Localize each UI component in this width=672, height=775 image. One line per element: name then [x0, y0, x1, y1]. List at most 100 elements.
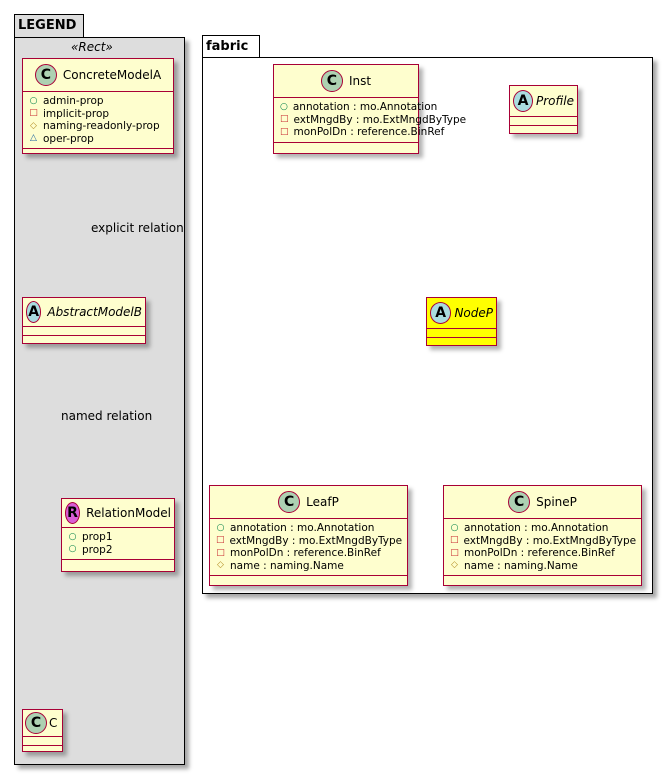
attributes-section: ○ admin-prop □ implicit-prop ◇naming-reado… — [23, 92, 173, 149]
attribute-text: name : naming.Name — [464, 559, 578, 572]
class-spot-icon: C — [34, 64, 57, 86]
attribute-row: ○prop1 — [68, 531, 168, 544]
attribute-row: □ extMngdBy : mo.ExtMngdByType — [216, 534, 403, 548]
attribute-text: oper-prop — [43, 132, 94, 145]
class-header: A Profile — [510, 86, 577, 117]
class-name: Inst — [348, 74, 372, 88]
methods-section — [427, 338, 496, 346]
public-visibility-icon: ○ — [450, 522, 459, 533]
attribute-row: □extMngdBy : mo.ExtMngdByType — [280, 114, 466, 127]
private-visibility-icon: □ — [280, 126, 289, 137]
class-name: SpineP — [536, 495, 577, 509]
class-spot-icon: C — [508, 491, 531, 513]
attribute-row: □ monPolDn : reference.BinRef — [216, 547, 401, 560]
class-header: R RelationModel — [62, 499, 174, 528]
attribute-text: extMngdBy : mo.ExtMngdByType — [463, 534, 637, 547]
public-visibility-icon: ○ — [216, 522, 225, 533]
class-concrete-model-a[interactable]: C ConcreteModelA ○ admin-prop □ implicit-p… — [22, 58, 174, 154]
methods-section — [274, 143, 418, 151]
attributes-section — [23, 327, 145, 336]
attributes-section: ○ annotation : mo.Annotation □ extMngdBy :… — [444, 519, 641, 576]
class-nodep[interactable]: A NodeP — [426, 297, 497, 346]
class-header: A NodeP — [427, 298, 496, 329]
fabric-package-title: fabric — [206, 39, 249, 54]
edge-label-named-relation: named relation — [61, 409, 153, 423]
abstract-spot-icon: A — [430, 302, 452, 324]
attribute-row: ◇naming-readonly-prop — [29, 120, 167, 133]
attribute-text: prop2 — [82, 543, 113, 556]
class-spot-icon: C — [25, 712, 47, 734]
attribute-row: ◇ name : naming.Name — [450, 560, 635, 573]
attributes-section: ○prop1 ○prop2 — [62, 528, 174, 560]
class-name: ConcreteModelA — [62, 68, 162, 82]
class-name: C — [49, 716, 58, 730]
attribute-text: annotation : mo.Annotation — [230, 522, 375, 534]
methods-section — [62, 560, 174, 568]
methods-section — [23, 149, 173, 157]
attribute-row: ○ admin-prop — [29, 95, 167, 108]
class-abstract-model-b[interactable]: A AbstractModelB — [22, 297, 146, 344]
attribute-text: extMngdBy : mo.ExtMngdByType — [293, 113, 467, 126]
class-c[interactable]: C C — [22, 709, 63, 752]
attribute-row: ○ annotation : mo.Annotation — [450, 522, 635, 535]
class-header: C ConcreteModelA — [23, 59, 173, 92]
attribute-row: □monPolDn : reference.BinRef — [450, 547, 635, 560]
attribute-row: △ oper-prop — [29, 133, 167, 146]
protected-visibility-icon: ◇ — [451, 560, 458, 571]
attribute-text: admin-prop — [43, 95, 104, 107]
private-visibility-icon: □ — [216, 547, 225, 558]
package-visibility-icon: △ — [30, 133, 37, 144]
attribute-row: □ extMngdBy : mo.ExtMngdByType — [450, 534, 637, 548]
attribute-text: annotation : mo.Annotation — [464, 522, 609, 534]
edge-label-explicit-relation: explicit relation — [91, 221, 184, 235]
class-leafp[interactable]: C LeafP ○ annotation : mo.Annotation □ ext… — [209, 485, 408, 586]
attribute-text: name : naming.Name — [230, 559, 344, 572]
class-spot-icon: C — [278, 491, 301, 513]
attribute-row: □ monPolDn : reference.BinRef — [280, 126, 444, 139]
attribute-text: implicit-prop — [43, 107, 110, 120]
attribute-row: ○ annotation : mo.Annotation — [216, 522, 401, 535]
legend-stereotype: «Rect» — [71, 40, 113, 54]
class-name: AbstractModelB — [47, 305, 142, 319]
abstract-spot-icon: A — [513, 90, 534, 112]
class-name: NodeP — [454, 306, 493, 320]
attribute-row: ○prop2 — [68, 544, 168, 557]
attribute-text: monPolDn : reference.BinRef — [230, 547, 381, 559]
attributes-section: ○annotation : mo.Annotation □extMngdBy :… — [274, 98, 466, 143]
attribute-row: ○ annotation : mo.Annotation — [280, 101, 437, 114]
attributes-section — [23, 737, 62, 746]
legend-package — [14, 37, 185, 765]
private-visibility-icon: □ — [216, 535, 225, 546]
attributes-section — [510, 117, 577, 126]
attributes-section: ○ annotation : mo.Annotation □ extMngdBy :… — [210, 519, 407, 576]
public-visibility-icon: ○ — [29, 95, 38, 106]
methods-section — [23, 336, 145, 344]
public-visibility-icon: ○ — [280, 101, 288, 112]
class-relation-model[interactable]: R RelationModel ○prop1 ○prop2 — [61, 498, 175, 572]
relation-spot-icon: R — [65, 502, 81, 524]
class-spot-icon: C — [320, 70, 343, 92]
attribute-text: extMngdBy : mo.ExtMngdByType — [229, 534, 403, 547]
methods-section — [510, 126, 577, 134]
attribute-text: monPolDn : reference.BinRef — [293, 126, 445, 138]
methods-section — [210, 576, 407, 584]
class-header: C LeafP — [210, 486, 407, 519]
class-profile[interactable]: A Profile — [509, 85, 578, 134]
class-name: LeafP — [306, 495, 339, 509]
attribute-row: ◇ name : naming.Name — [216, 560, 401, 573]
class-header: C SpineP — [444, 486, 641, 519]
private-visibility-icon: □ — [450, 535, 459, 546]
attributes-section — [427, 329, 496, 338]
protected-visibility-icon: ◇ — [217, 560, 224, 571]
methods-section — [444, 576, 641, 584]
legend-package-tab: LEGEND — [14, 14, 84, 38]
class-inst[interactable]: C Inst ○annotation : mo.Annotation □extM… — [273, 64, 466, 154]
class-name: RelationModel — [86, 506, 171, 520]
private-visibility-icon: □ — [29, 108, 38, 119]
class-spinep[interactable]: C SpineP ○ annotation : mo.Annotation □ ex… — [443, 485, 642, 586]
class-name: Profile — [536, 94, 574, 108]
class-header: C C — [23, 710, 62, 737]
class-header: C Inst — [274, 65, 418, 98]
attribute-text: annotation : mo.Annotation — [292, 101, 438, 113]
attribute-text: monPolDn : reference.BinRef — [464, 547, 615, 559]
